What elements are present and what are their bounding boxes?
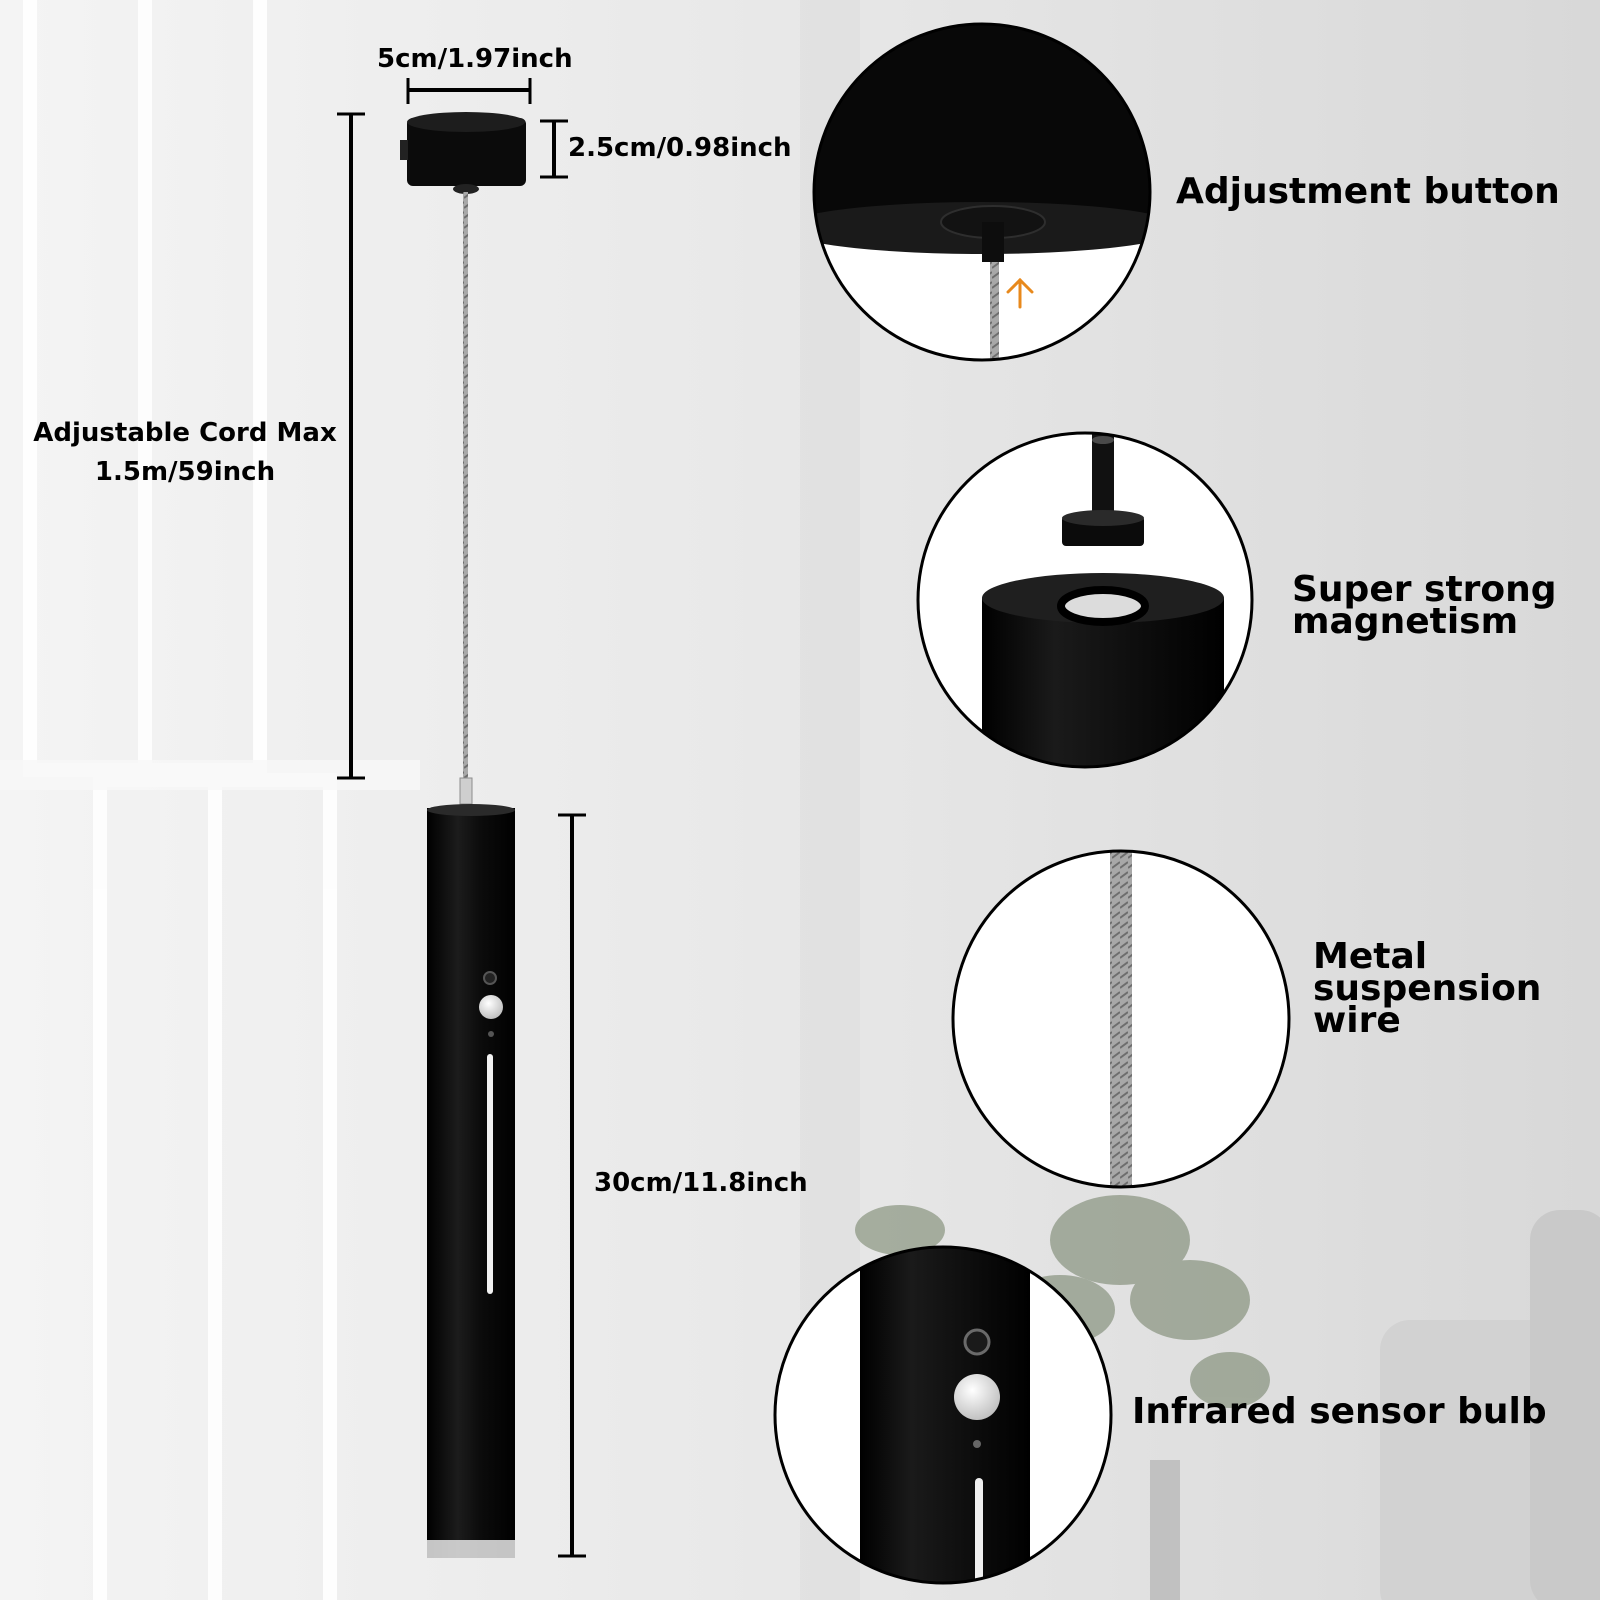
detail-magnetism [916, 431, 1254, 769]
metal-wire-label: Metal suspension wire [1313, 936, 1542, 1041]
magnetism-label: Super strong magnetism [1292, 569, 1557, 642]
infrared-sensor-bulb [479, 995, 503, 1019]
metal-wire-line2: suspension [1313, 968, 1542, 1009]
cord-length-line1: Adjustable Cord Max [33, 418, 337, 448]
detail-metal-wire [951, 849, 1291, 1189]
up-arrow-icon [1006, 277, 1034, 309]
lamp-body [427, 804, 515, 1558]
light-strip [487, 1054, 493, 1294]
magnetism-line2: magnetism [1292, 601, 1519, 642]
cord-length-label: Adjustable Cord Max 1.5m/59inch [30, 414, 340, 492]
infrared-sensor-label: Infrared sensor bulb [1132, 1391, 1547, 1432]
ceiling-canopy [400, 112, 526, 194]
lamp-length-label: 30cm/11.8inch [594, 1168, 808, 1198]
small-sensor-dot [483, 971, 497, 985]
magnetism-line1: Super strong [1292, 569, 1557, 610]
cord-length-line2: 1.5m/59inch [94, 457, 276, 487]
dimension-markers [337, 78, 586, 1558]
detail-infrared-sensor [773, 1245, 1113, 1585]
metal-wire-line3: wire [1313, 1000, 1401, 1041]
base-height-label: 2.5cm/0.98inch [568, 133, 792, 163]
suspension-cord [463, 192, 468, 780]
pendant-lamp [400, 112, 526, 1558]
base-width-label: 5cm/1.97inch [377, 44, 573, 74]
detail-adjustment-button [812, 22, 1152, 362]
adjustment-button-label: Adjustment button [1176, 171, 1560, 212]
metal-wire-line1: Metal [1313, 936, 1428, 977]
